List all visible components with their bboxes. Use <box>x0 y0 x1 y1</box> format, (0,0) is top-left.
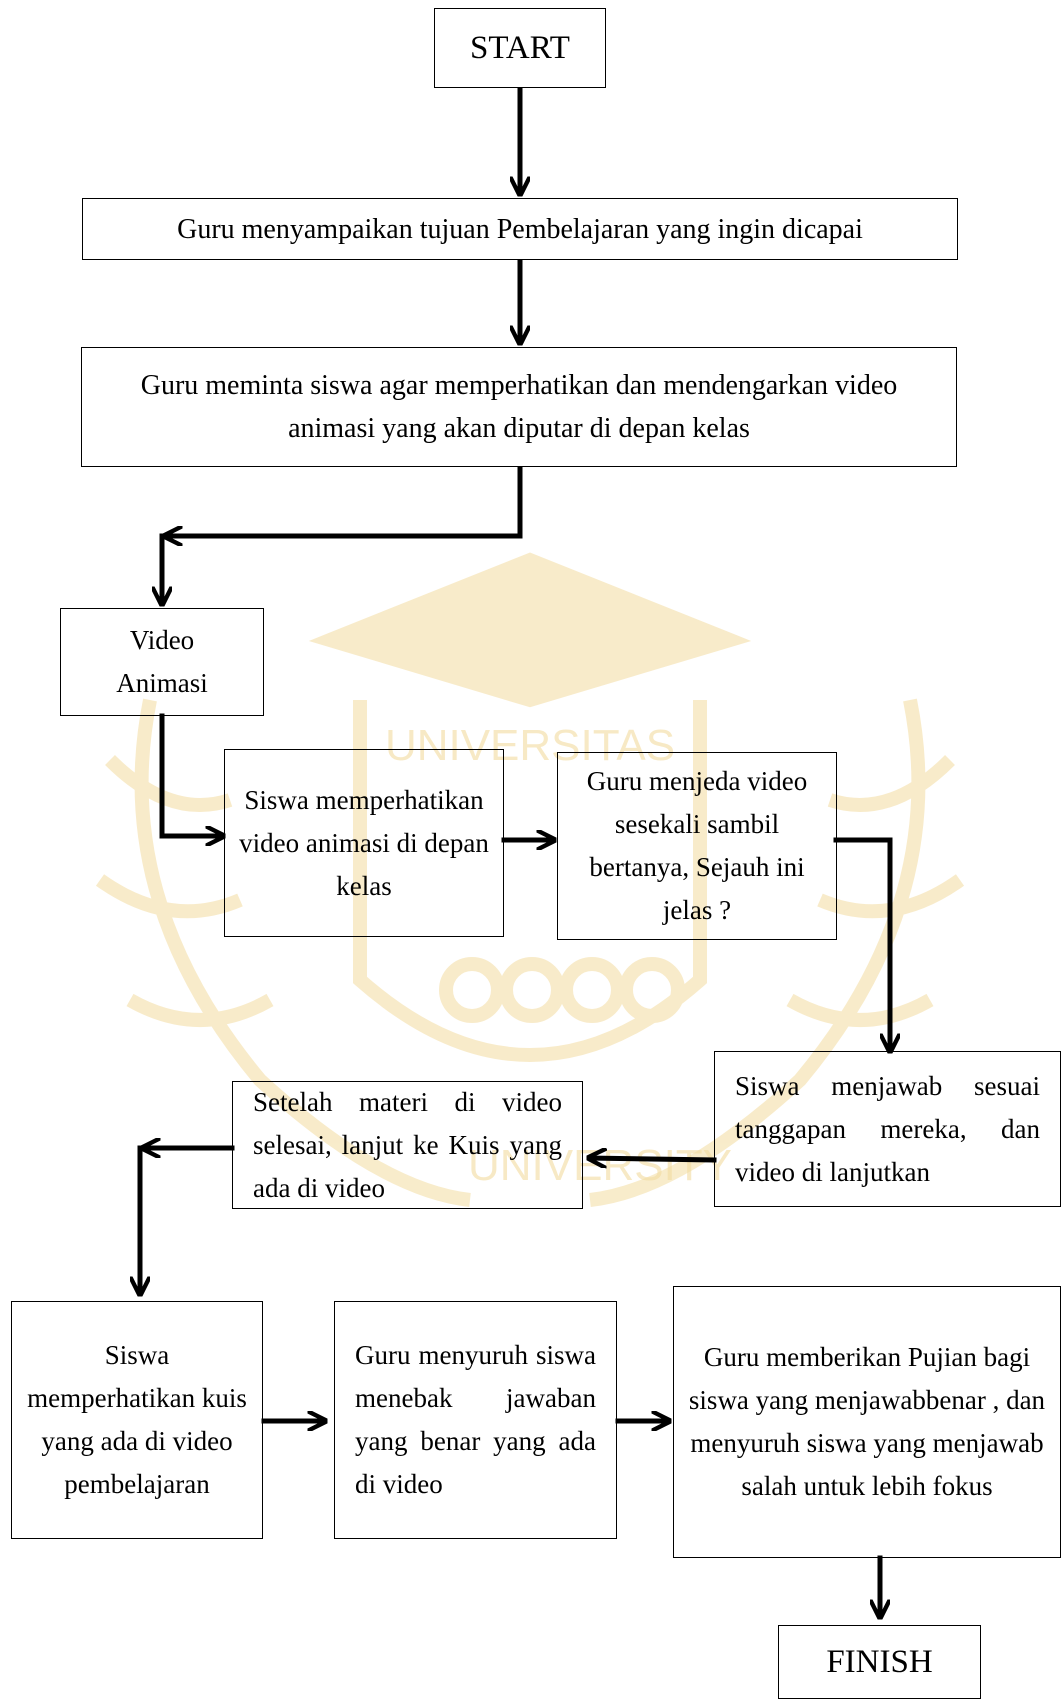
step2-text: Guru meminta siswa agar memperhatikan da… <box>140 370 898 444</box>
step-setelah-materi-selesai: Setelah materi di video selesai, lanjut … <box>232 1081 583 1209</box>
step-guru-menyuruh-menebak: Guru menyuruh siswa menebak jawaban yang… <box>334 1301 617 1539</box>
arrow-video-to-step3 <box>159 713 222 836</box>
step5-text: Siswa menjawab sesuai tanggapan mereka, … <box>735 1070 1040 1187</box>
finish-label: FINISH <box>826 1643 933 1680</box>
finish-terminal: FINISH <box>778 1625 981 1699</box>
video-text: Video Animasi <box>116 625 208 698</box>
step8-text: Guru menyuruh siswa menebak jawaban yang… <box>355 1340 596 1499</box>
step-siswa-menjawab: Siswa menjawab sesuai tanggapan mereka, … <box>714 1051 1061 1207</box>
step-siswa-memperhatikan-video: Siswa memperhatikan video animasi di dep… <box>224 749 504 937</box>
arrow-step5-to-step6 <box>590 1158 717 1160</box>
step-guru-memberikan-pujian: Guru memberikan Pujian bagi siswa yang m… <box>673 1286 1061 1558</box>
step-guru-meminta-memperhatikan: Guru meminta siswa agar memperhatikan da… <box>81 347 957 467</box>
arrow-step4-to-step5 <box>833 837 890 1050</box>
step3-text: Siswa memperhatikan video animasi di dep… <box>239 784 489 901</box>
step7-text: Siswa memperhatikan kuis yang ada di vid… <box>27 1340 247 1499</box>
start-label: START <box>470 29 570 66</box>
step9-text: Guru memberikan Pujian bagi siswa yang m… <box>688 1342 1046 1501</box>
step6-text: Setelah materi di video selesai, lanjut … <box>253 1086 562 1203</box>
step1-text: Guru menyampaikan tujuan Pembelajaran ya… <box>177 213 863 245</box>
step-video-animasi: Video Animasi <box>60 608 264 716</box>
step4-text: Guru menjeda video sesekali sambil berta… <box>586 766 808 925</box>
step-siswa-memperhatikan-kuis: Siswa memperhatikan kuis yang ada di vid… <box>11 1301 263 1539</box>
start-terminal: START <box>434 8 606 88</box>
step-guru-menjeda-video: Guru menjeda video sesekali sambil berta… <box>557 752 837 940</box>
step-guru-menyampaikan-tujuan: Guru menyampaikan tujuan Pembelajaran ya… <box>82 198 958 260</box>
